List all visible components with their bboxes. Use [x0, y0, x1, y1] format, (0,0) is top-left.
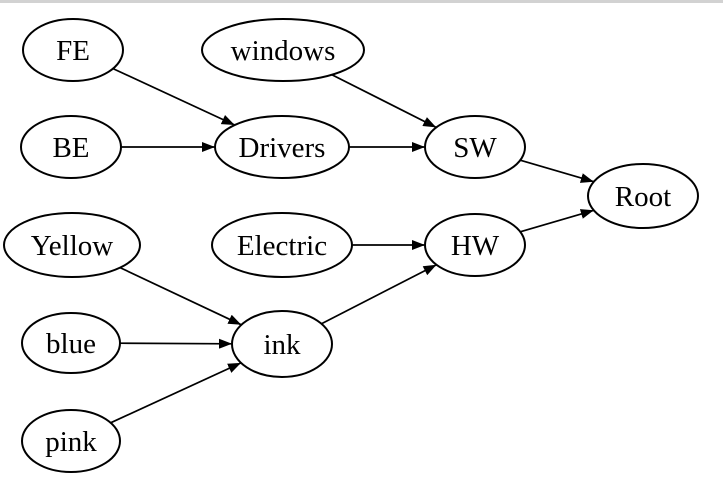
node-drivers: Drivers: [214, 115, 350, 179]
node-ellipse-sw: [424, 115, 526, 179]
node-ellipse-windows: [201, 18, 365, 82]
node-ellipse-hw: [424, 213, 526, 277]
node-label-be: BE: [52, 132, 89, 164]
edge-yellow-ink: [119, 266, 242, 326]
node-ink: ink: [231, 310, 333, 378]
node-label-drivers: Drivers: [239, 132, 326, 164]
node-label-hw: HW: [451, 230, 500, 262]
node-be: BE: [20, 115, 122, 179]
node-label-fe: FE: [56, 35, 90, 67]
node-blue: blue: [21, 312, 121, 374]
node-electric: Electric: [211, 212, 353, 278]
node-windows: windows: [201, 18, 365, 82]
node-pink: pink: [21, 409, 121, 473]
node-label-pink: pink: [45, 426, 97, 458]
node-ellipse-pink: [21, 409, 121, 473]
window-top-border: [0, 0, 723, 3]
edge-sw-root: [519, 159, 595, 183]
edge-pink-ink: [110, 362, 242, 424]
node-label-ink: ink: [263, 329, 301, 361]
edge-ink-hw: [321, 264, 437, 325]
node-label-blue: blue: [46, 328, 96, 360]
node-sw: SW: [424, 115, 526, 179]
node-root: Root: [587, 163, 699, 229]
edge-hw-root: [519, 209, 595, 233]
node-ellipse-be: [20, 115, 122, 179]
node-ellipse-fe: [22, 18, 124, 82]
node-label-windows: windows: [231, 35, 336, 67]
node-yellow: Yellow: [3, 212, 141, 278]
node-label-sw: SW: [453, 132, 497, 164]
node-ellipse-drivers: [214, 115, 350, 179]
node-label-electric: Electric: [237, 230, 327, 262]
edge-blue-ink: [119, 338, 233, 349]
node-ellipse-blue: [21, 312, 121, 374]
node-label-root: Root: [615, 181, 671, 213]
node-label-yellow: Yellow: [31, 230, 114, 262]
node-ellipse-ink: [231, 310, 333, 378]
node-ellipse-electric: [211, 212, 353, 278]
edge-fe-drivers: [112, 67, 236, 126]
node-fe: FE: [22, 18, 124, 82]
node-hw: HW: [424, 213, 526, 277]
edge-windows-sw: [331, 73, 437, 129]
node-ellipse-yellow: [3, 212, 141, 278]
node-ellipse-root: [587, 163, 699, 229]
